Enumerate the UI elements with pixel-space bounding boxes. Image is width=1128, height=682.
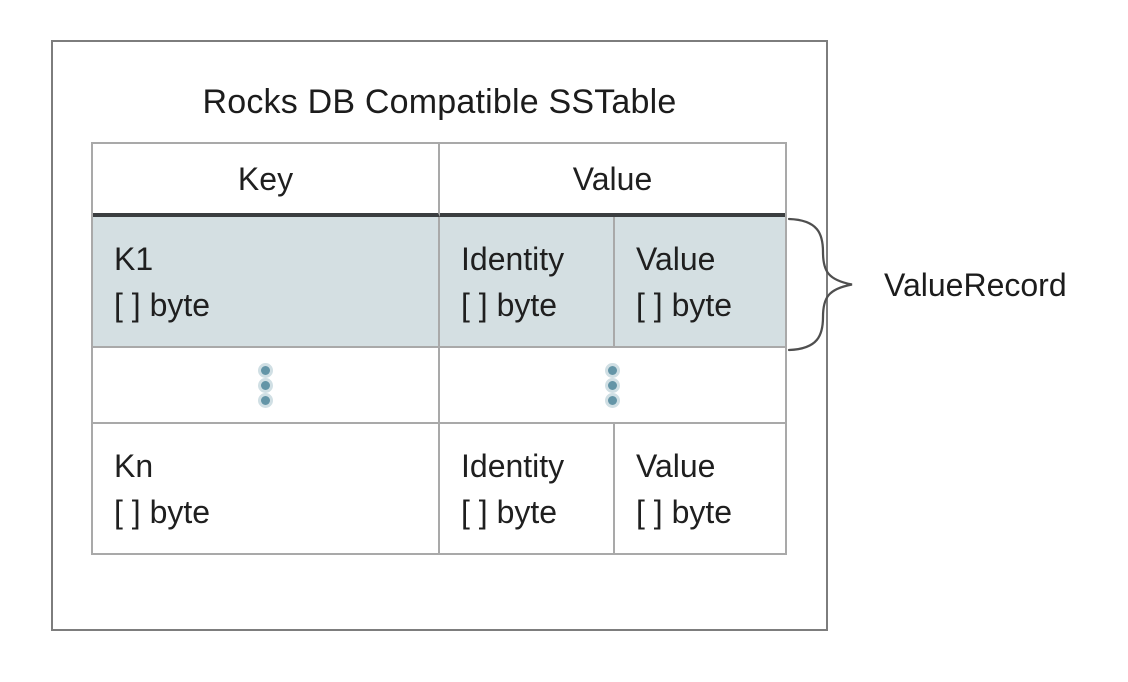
rowN-identity-cell: Identity [ ] byte bbox=[440, 424, 615, 553]
row1-key-name: K1 bbox=[114, 240, 154, 277]
rowN-identity-name: Identity bbox=[461, 447, 565, 484]
header-cell-key: Key bbox=[93, 144, 440, 217]
rowN-value-cell: Value [ ] byte bbox=[615, 424, 785, 553]
vertical-ellipsis-icon bbox=[608, 365, 617, 405]
row1-value-name: Value bbox=[636, 240, 716, 277]
row1-key-cell: K1 [ ] byte bbox=[93, 217, 440, 348]
rowN-identity-size: [ ] byte bbox=[461, 493, 558, 530]
row1-identity-cell: Identity [ ] byte bbox=[440, 217, 615, 348]
rowN-key-size: [ ] byte bbox=[114, 493, 211, 530]
ellipsis-dot bbox=[608, 395, 617, 405]
ellipsis-key-cell bbox=[93, 348, 440, 424]
row1-value-cell: Value [ ] byte bbox=[615, 217, 785, 348]
ellipsis-dot bbox=[261, 380, 270, 390]
ellipsis-dot bbox=[608, 365, 617, 375]
rowN-value-size: [ ] byte bbox=[636, 493, 733, 530]
row1-identity-name: Identity bbox=[461, 240, 565, 277]
header-key-label: Key bbox=[237, 160, 294, 197]
value-record-label: ValueRecord bbox=[884, 267, 1067, 303]
ellipsis-dot bbox=[608, 380, 617, 390]
rowN-key-cell: Kn [ ] byte bbox=[93, 424, 440, 553]
header-value-label: Value bbox=[572, 160, 653, 197]
header-cell-value: Value bbox=[440, 144, 785, 217]
sstable-table: Key Value K1 [ ] byte Identity [ ] byte … bbox=[91, 142, 787, 555]
row1-value-size: [ ] byte bbox=[636, 286, 733, 323]
ellipsis-dot bbox=[261, 395, 270, 405]
ellipsis-dot bbox=[261, 365, 270, 375]
rowN-value-name: Value bbox=[636, 447, 716, 484]
rowN-key-name: Kn bbox=[114, 447, 154, 484]
row1-identity-size: [ ] byte bbox=[461, 286, 558, 323]
row1-key-size: [ ] byte bbox=[114, 286, 211, 323]
diagram-title: Rocks DB Compatible SSTable bbox=[202, 83, 677, 121]
ellipsis-value-cell bbox=[440, 348, 785, 424]
vertical-ellipsis-icon bbox=[261, 365, 270, 405]
